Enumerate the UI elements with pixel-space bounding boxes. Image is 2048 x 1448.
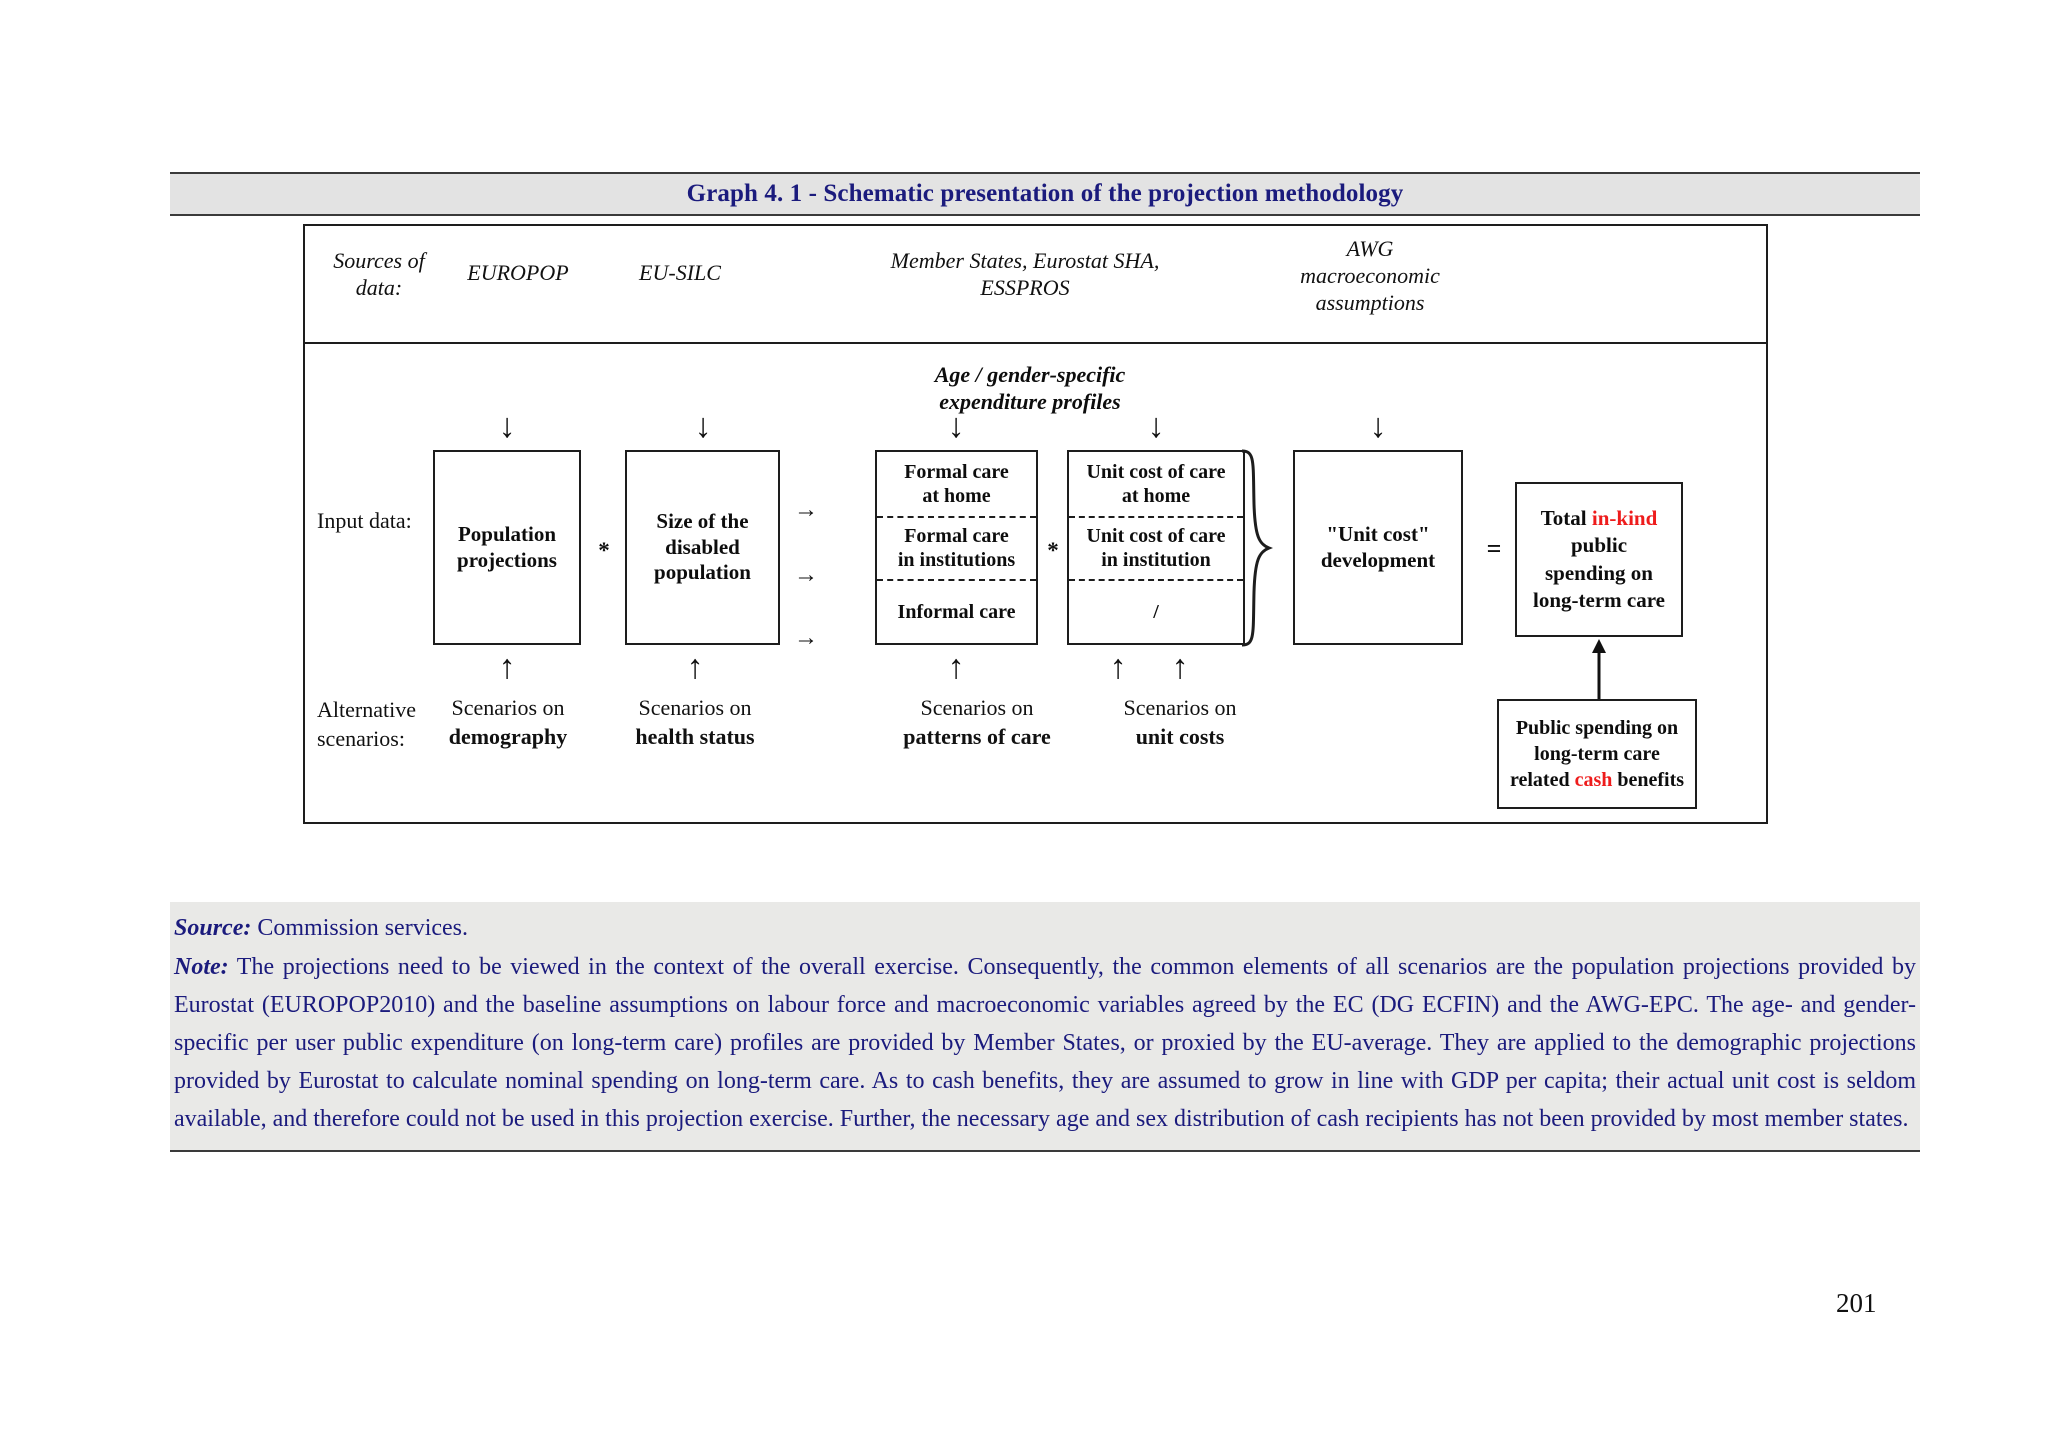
scenario-patterns-bottom: patterns of care xyxy=(903,723,1051,749)
note-line: Note: The projections need to be viewed … xyxy=(174,949,1916,1139)
operator-equals: = xyxy=(1486,534,1502,563)
scenario-demography-bottom: demography xyxy=(448,723,568,749)
unit-cost-cell-divide: / xyxy=(1069,579,1243,643)
down-arrow-icon-unit-cost-development: ↓ xyxy=(1369,408,1387,445)
page-number: 201 xyxy=(1836,1288,1877,1318)
source-line: Source: Commission services. xyxy=(174,910,1916,948)
scenario-health-bottom: health status xyxy=(635,723,755,749)
graph-title-banner: Graph 4. 1 - Schematic presentation of t… xyxy=(170,172,1920,216)
right-arrow-icon-formal-institutions: → xyxy=(794,562,818,588)
note-text: The projections need to be viewed in the… xyxy=(174,953,1916,1132)
cash-highlight: cash xyxy=(1574,769,1613,791)
down-arrow-icon-unit-cost: ↓ xyxy=(1147,408,1165,445)
scenario-health-top: Scenarios on xyxy=(638,695,752,720)
cash-line2: long-term care xyxy=(1534,743,1660,765)
up-arrow-icon-unit-costs-b: ↑ xyxy=(1171,649,1189,686)
down-arrow-icon-disabled: ↓ xyxy=(694,408,712,445)
scenario-demography: Scenarios on demography xyxy=(423,694,593,751)
cash-line3-suffix: benefits xyxy=(1612,769,1685,791)
down-arrow-icon-care: ↓ xyxy=(947,408,965,445)
total-prefix: Total xyxy=(1540,505,1592,530)
source-member-states: Member States, Eurostat SHA,ESSPROS xyxy=(890,248,1160,300)
up-arrow-icon-cash-to-total xyxy=(1592,639,1606,701)
scenario-demography-top: Scenarios on xyxy=(451,695,565,720)
note-lead: Note: xyxy=(174,953,229,980)
operator-multiply-2: * xyxy=(1047,538,1059,563)
operator-multiply-1: * xyxy=(598,538,610,563)
up-arrow-icon-demography: ↑ xyxy=(498,649,516,686)
total-highlight-in-kind: in-kind xyxy=(1591,505,1658,530)
scenario-health-status: Scenarios on health status xyxy=(605,694,785,751)
up-arrow-icon-patterns-of-care: ↑ xyxy=(947,649,965,686)
down-arrow-icon-population: ↓ xyxy=(498,408,516,445)
source-eu-silc: EU-SILC xyxy=(639,260,721,285)
cash-line1: Public spending on xyxy=(1515,717,1679,739)
box-cash-benefits: Public spending on long-term care relate… xyxy=(1497,699,1697,809)
up-arrow-icon-health-status: ↑ xyxy=(686,649,704,686)
up-arrow-icon-unit-costs-a: ↑ xyxy=(1109,649,1127,686)
box-unit-cost-development: "Unit cost"development xyxy=(1293,450,1463,645)
scenario-unitcosts-bottom: unit costs xyxy=(1135,723,1225,749)
page-title: Graph 4. 1 - Schematic presentation of t… xyxy=(686,180,1404,207)
cash-line3-prefix: related xyxy=(1509,769,1575,791)
scenario-unit-costs: Scenarios on unit costs xyxy=(1095,694,1265,751)
scenario-patterns-top: Scenarios on xyxy=(920,695,1034,720)
curly-brace-icon xyxy=(1239,448,1273,648)
scenario-unitcosts-top: Scenarios on xyxy=(1123,695,1237,720)
source-and-note-block: Source: Commission services. Note: The p… xyxy=(170,902,1920,1153)
right-arrow-icon-formal-home: → xyxy=(794,497,818,523)
source-text: Commission services. xyxy=(251,915,468,941)
input-data-row-label: Input data: xyxy=(317,508,412,533)
source-europop: EUROPOP xyxy=(467,260,569,285)
care-cell-informal: Informal care xyxy=(877,579,1036,643)
right-arrow-icon-informal: → xyxy=(794,625,818,651)
source-lead: Source: xyxy=(174,915,252,941)
scenario-patterns-of-care: Scenarios on patterns of care xyxy=(877,694,1077,751)
